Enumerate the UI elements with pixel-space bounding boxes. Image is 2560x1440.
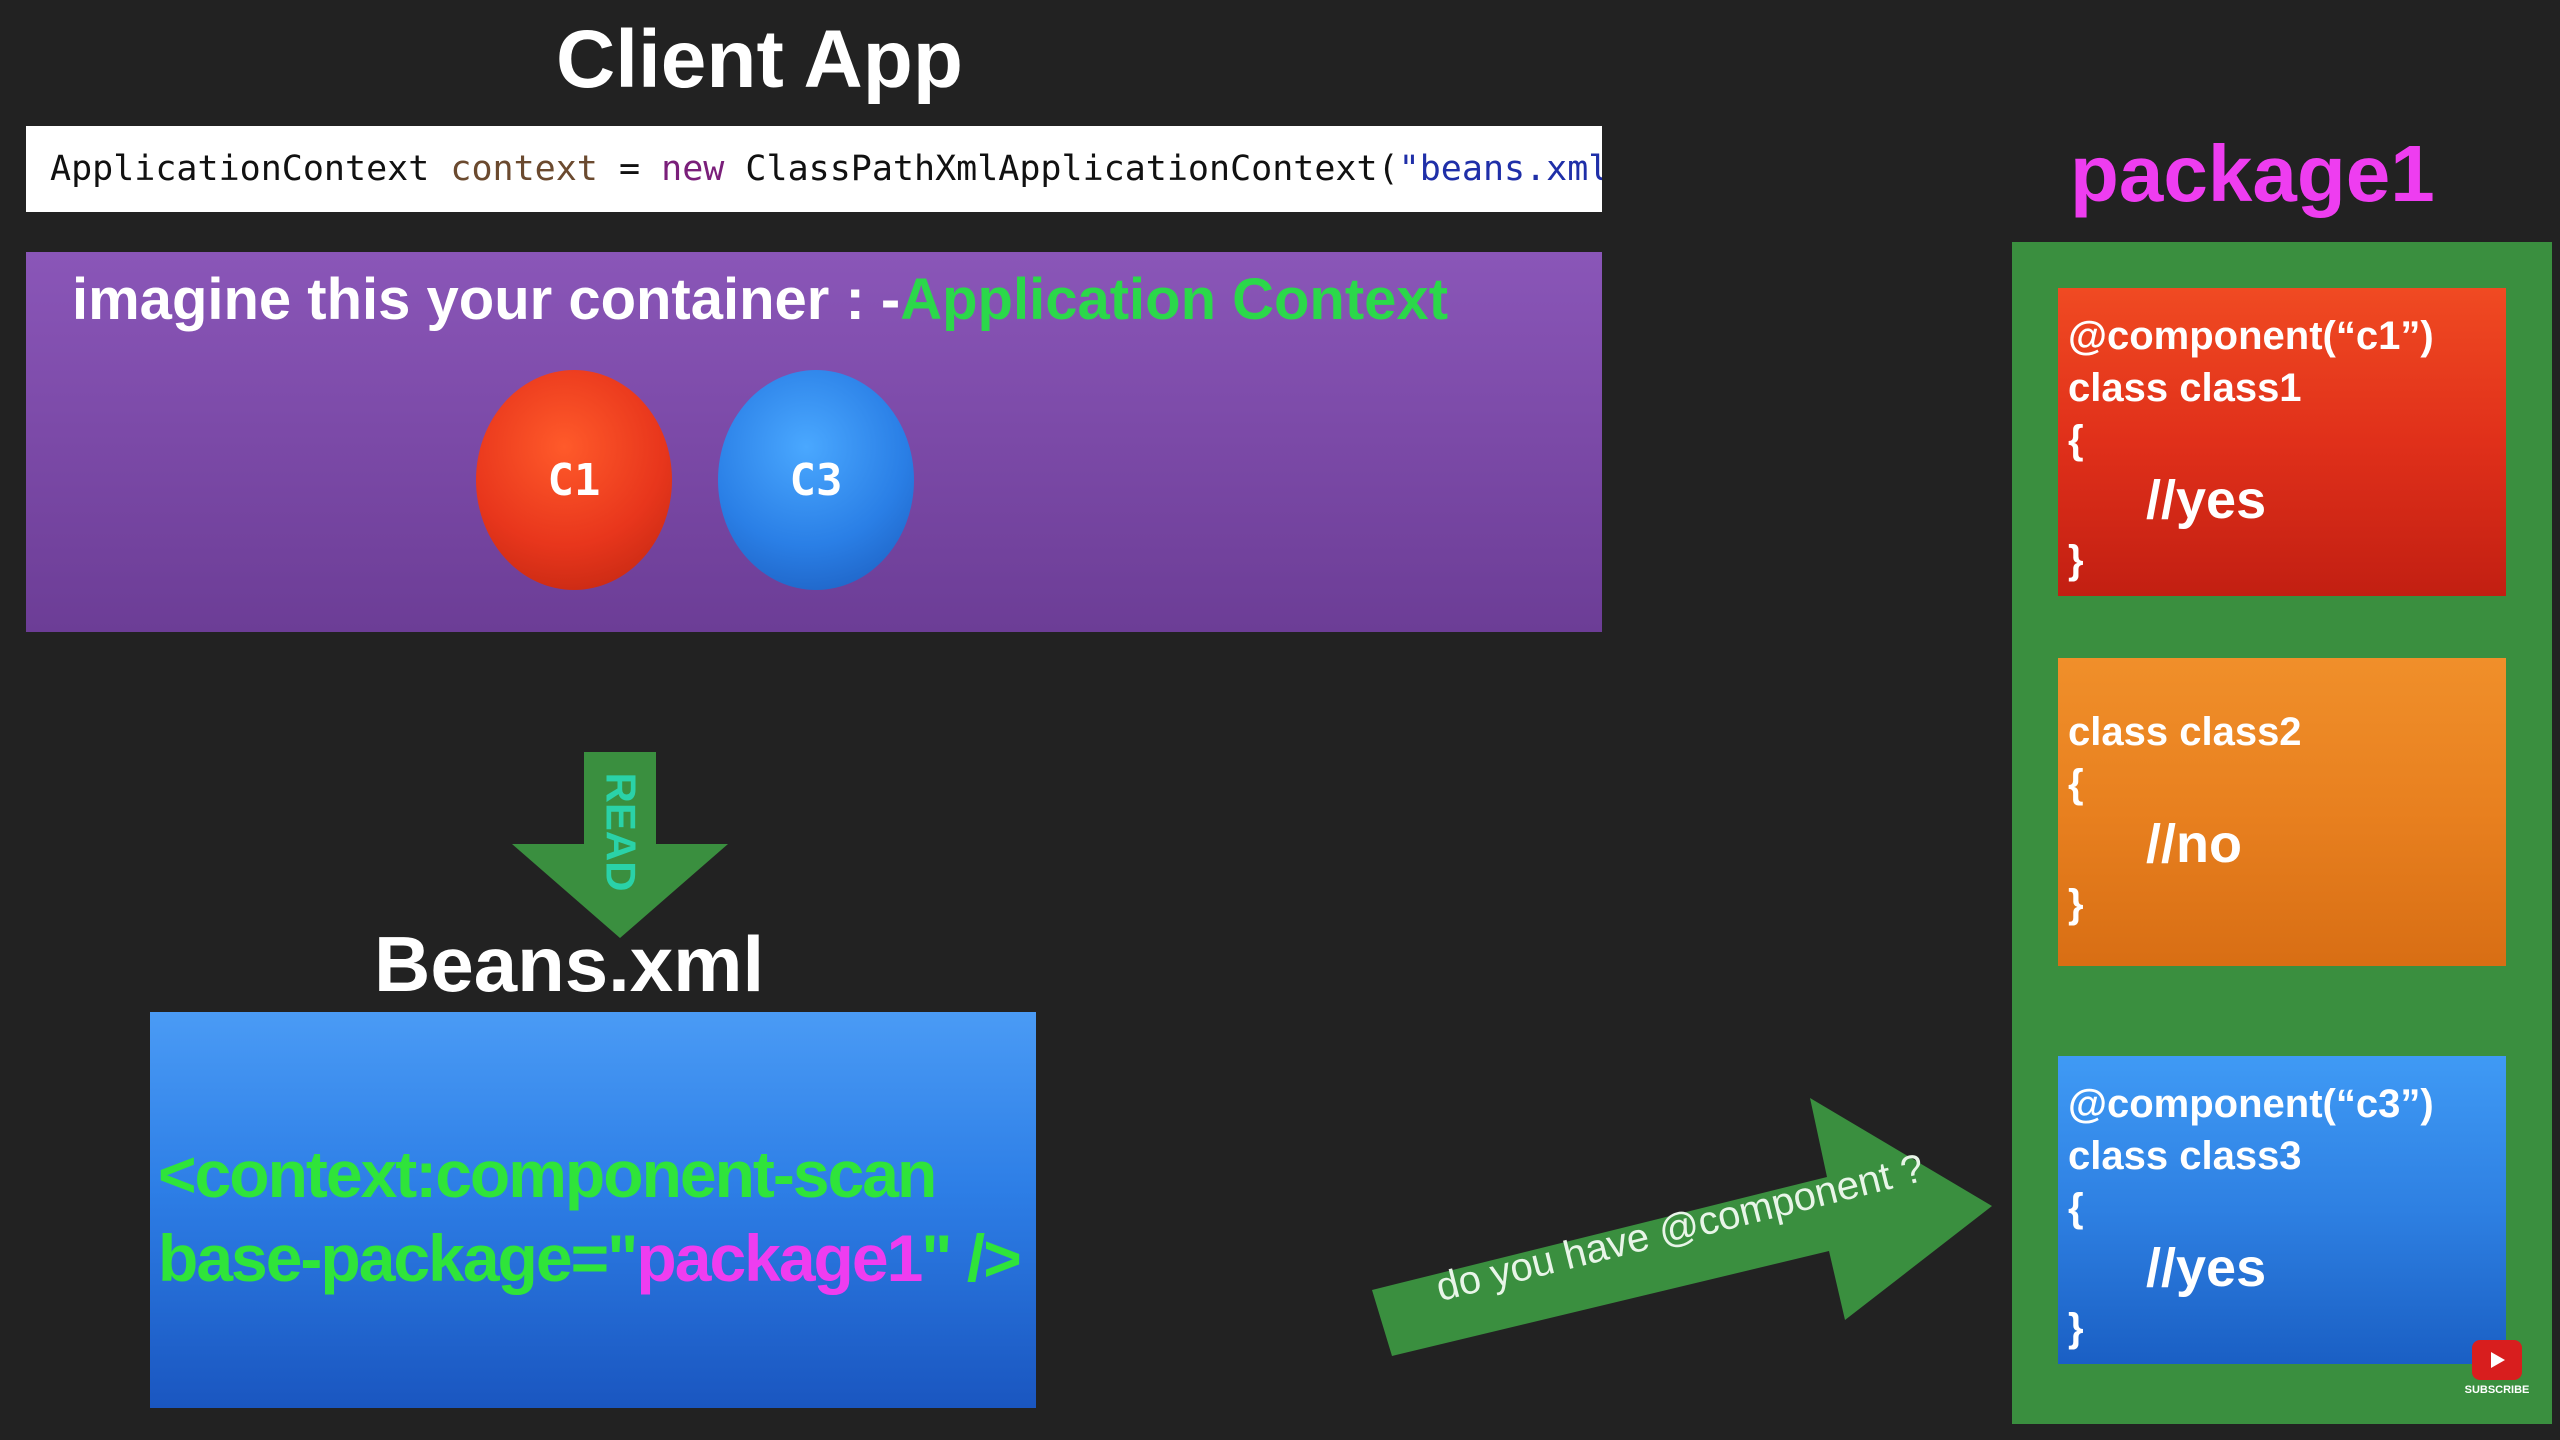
play-icon xyxy=(2472,1340,2522,1380)
application-context-container: imagine this your container : -Applicati… xyxy=(26,252,1602,632)
class3-annotation: @component(“c3”) xyxy=(2068,1082,2434,1126)
class3-open-brace: { xyxy=(2068,1186,2084,1230)
class2-close-brace: } xyxy=(2068,882,2084,926)
code-new-keyword: new xyxy=(661,149,725,189)
xml-base-package-line: base-package="package1" /> xyxy=(158,1218,1022,1298)
xml-component-scan-line: <context:component-scan xyxy=(158,1137,937,1211)
subscribe-button[interactable]: SUBSCRIBE xyxy=(2465,1340,2529,1404)
scan-arrow-icon xyxy=(1372,1098,1992,1356)
class2-declaration: class class2 xyxy=(2068,710,2302,754)
class1-annotation: @component(“c1”) xyxy=(2068,314,2434,358)
code-variable: context xyxy=(450,149,598,189)
code-snippet-bar: ApplicationContext context = new ClassPa… xyxy=(26,126,1602,212)
class3-card: @component(“c3”) class class3 { //yes } xyxy=(2058,1056,2506,1364)
class3-close-brace: } xyxy=(2068,1306,2084,1350)
bean-c3-circle: C3 xyxy=(718,370,914,590)
class2-open-brace: { xyxy=(2068,762,2084,806)
client-app-title: Client App xyxy=(556,14,963,105)
code-class-call: ClassPathXmlApplicationContext( xyxy=(745,149,1399,189)
class3-declaration: class class3 xyxy=(2068,1134,2302,1178)
read-arrow-icon xyxy=(512,752,728,938)
beans-xml-box: <context:component-scan base-package="pa… xyxy=(150,1012,1036,1408)
xml-package-value: package1 xyxy=(636,1221,923,1295)
bean-c1-circle: C1 xyxy=(476,370,672,590)
class2-card: class class2 { //no } xyxy=(2058,658,2506,966)
class2-comment: //no xyxy=(2146,814,2242,874)
beans-xml-title: Beans.xml xyxy=(374,920,765,1008)
class1-declaration: class class1 xyxy=(2068,366,2302,410)
xml-attr-suffix: " /> xyxy=(921,1221,1022,1295)
class1-comment: //yes xyxy=(2146,470,2267,530)
package1-panel: @component(“c1”) class class1 { //yes } … xyxy=(2012,242,2552,1424)
class1-close-brace: } xyxy=(2068,538,2084,582)
xml-attr-prefix: base-package=" xyxy=(158,1221,638,1295)
container-caption-accent: Application Context xyxy=(900,267,1449,332)
code-string-arg: "beans.xml" xyxy=(1398,149,1602,189)
class1-open-brace: { xyxy=(2068,418,2084,462)
read-arrow-label: READ xyxy=(597,772,645,892)
class3-comment: //yes xyxy=(2146,1238,2267,1298)
subscribe-label: SUBSCRIBE xyxy=(2464,1384,2530,1396)
class1-card: @component(“c1”) class class1 { //yes } xyxy=(2058,288,2506,596)
container-caption-prefix: imagine this your container : - xyxy=(72,267,901,332)
container-caption: imagine this your container : -Applicati… xyxy=(72,264,1448,336)
code-equals: = xyxy=(618,149,641,189)
code-type: ApplicationContext xyxy=(50,149,430,189)
package-title: package1 xyxy=(2070,129,2435,218)
